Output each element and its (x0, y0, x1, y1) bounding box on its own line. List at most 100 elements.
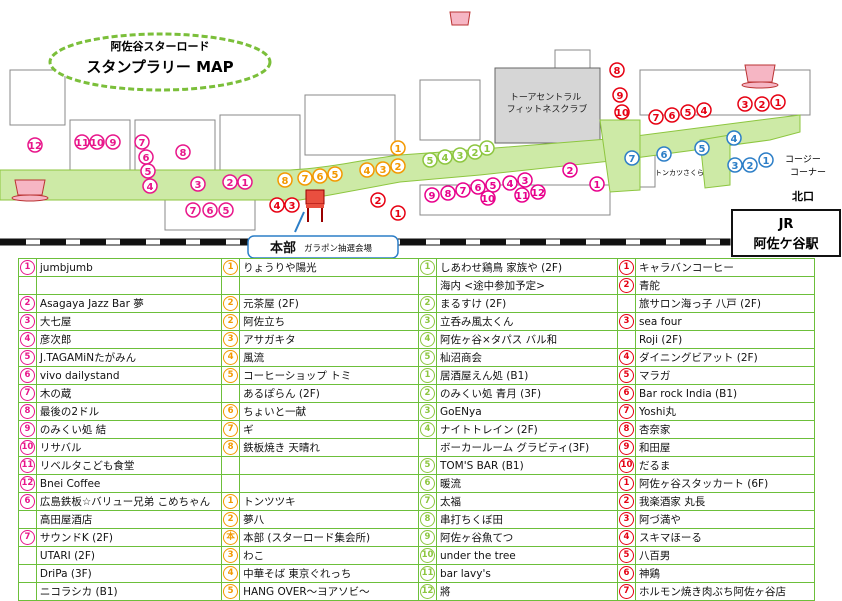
shop-number-badge: 7 (420, 494, 435, 509)
shop-number-badge: 6 (420, 476, 435, 491)
shop-marker (517, 172, 533, 188)
shop-marker-number: 4 (701, 106, 708, 117)
shop-number: 6 (418, 474, 437, 493)
shop-marker (297, 170, 313, 186)
shop-marker-number: 12 (531, 188, 545, 199)
shop-name: vivo dailystand (35, 366, 223, 385)
shop-number: 3 (418, 312, 437, 331)
shop-name: 広島鉄板☆バリュー兄弟 こめちゃん (35, 492, 223, 511)
shop-name: 串打ちくぼ田 (435, 510, 619, 529)
shop-number (418, 438, 437, 457)
shop-name: 我楽酒家 丸長 (634, 492, 816, 511)
shop-number-badge: 10 (19, 440, 35, 455)
chair-icon (305, 189, 325, 222)
shop-number-badge: 3 (223, 332, 239, 347)
shop-marker (624, 150, 640, 166)
shop-marker-number: 5 (427, 156, 434, 167)
shop-marker (609, 62, 625, 78)
shop-number-badge: 8 (19, 404, 35, 419)
shop-name: Roji (2F) (634, 330, 816, 349)
shop-number: 2 (418, 384, 437, 403)
shop-marker (390, 140, 406, 156)
shop-number: 1 (418, 366, 437, 385)
shop-marker-number: 7 (629, 154, 636, 165)
shop-name: Asagaya Jazz Bar 夢 (35, 294, 223, 313)
shop-number-badge: 2 (223, 314, 239, 329)
shop-number: 10 (617, 456, 636, 475)
shop-number-badge: 1 (618, 476, 634, 491)
shop-number-badge: 3 (618, 314, 634, 329)
shop-marker (664, 107, 680, 123)
shop-number-badge: 5 (618, 368, 634, 383)
shop-number-badge: 2 (223, 296, 239, 311)
shop-name: 杣沼商会 (435, 348, 619, 367)
shop-marker (648, 109, 664, 125)
shop-marker (612, 87, 628, 103)
shop-marker-number: 6 (317, 172, 324, 183)
shop-marker-number: 6 (207, 206, 214, 217)
shop-number-badge: 6 (223, 404, 239, 419)
shop-number (221, 456, 241, 475)
shop-marker-number: 1 (242, 178, 249, 189)
shop-number: 本 (221, 528, 241, 547)
shop-marker (502, 175, 518, 191)
shop-number: 5 (617, 366, 636, 385)
shop-marker-number: 10 (615, 108, 629, 119)
station-name: 阿佐ケ谷駅 (753, 236, 819, 252)
shop-name: 風流 (239, 348, 420, 367)
shop-name: 八百男 (634, 546, 816, 565)
shop-number-badge: 2 (19, 296, 35, 311)
shop-marker (375, 161, 391, 177)
shop-marker-number: 2 (375, 196, 382, 207)
shop-number-badge: 4 (223, 350, 239, 365)
shop-name: ナイトトレイン (2F) (435, 420, 619, 439)
shop-marker (185, 202, 201, 218)
shop-marker-number: 2 (227, 178, 234, 189)
shop-marker (237, 174, 253, 190)
shop-name: 青舵 (634, 276, 816, 295)
shop-number-badge: 2 (420, 296, 435, 311)
shop-marker-number: 3 (522, 176, 529, 187)
shop-number: 5 (617, 546, 636, 565)
shop-number-badge: 5 (618, 548, 634, 563)
shop-number: 7 (221, 420, 241, 439)
shop-marker-number: 3 (742, 100, 749, 111)
shop-name: マラガ (634, 366, 816, 385)
shop-number-badge: 5 (420, 350, 435, 365)
shop-name: GoENya (435, 402, 619, 421)
shop-marker-number: 9 (110, 138, 117, 149)
shop-marker-number: 4 (731, 134, 738, 145)
shop-marker (727, 157, 743, 173)
fitness-label: トーアセントラル フィットネスクラブ (507, 92, 588, 115)
shop-marker (589, 176, 605, 192)
shop-marker-number: 1 (395, 209, 402, 220)
shop-name: 和田屋 (634, 438, 816, 457)
shop-marker (770, 94, 786, 110)
shop-marker (696, 102, 712, 118)
star-road-street (0, 114, 801, 201)
shop-marker-number: 5 (490, 181, 497, 192)
shop-name: リベルタこども食堂 (35, 456, 223, 475)
shop-marker (284, 197, 300, 213)
shop-marker (480, 190, 496, 206)
shop-number: 1 (221, 258, 241, 277)
shop-marker (440, 185, 456, 201)
shop-marker (312, 168, 328, 184)
title-line2: スタンプラリー MAP (86, 58, 233, 76)
shop-marker-number: 4 (442, 153, 449, 164)
shop-number: 3 (221, 546, 241, 565)
shop-number-badge: 1 (223, 260, 239, 275)
shop-number: 8 (18, 402, 37, 421)
shop-number-badge: 2 (420, 386, 435, 401)
shop-marker (514, 187, 530, 203)
